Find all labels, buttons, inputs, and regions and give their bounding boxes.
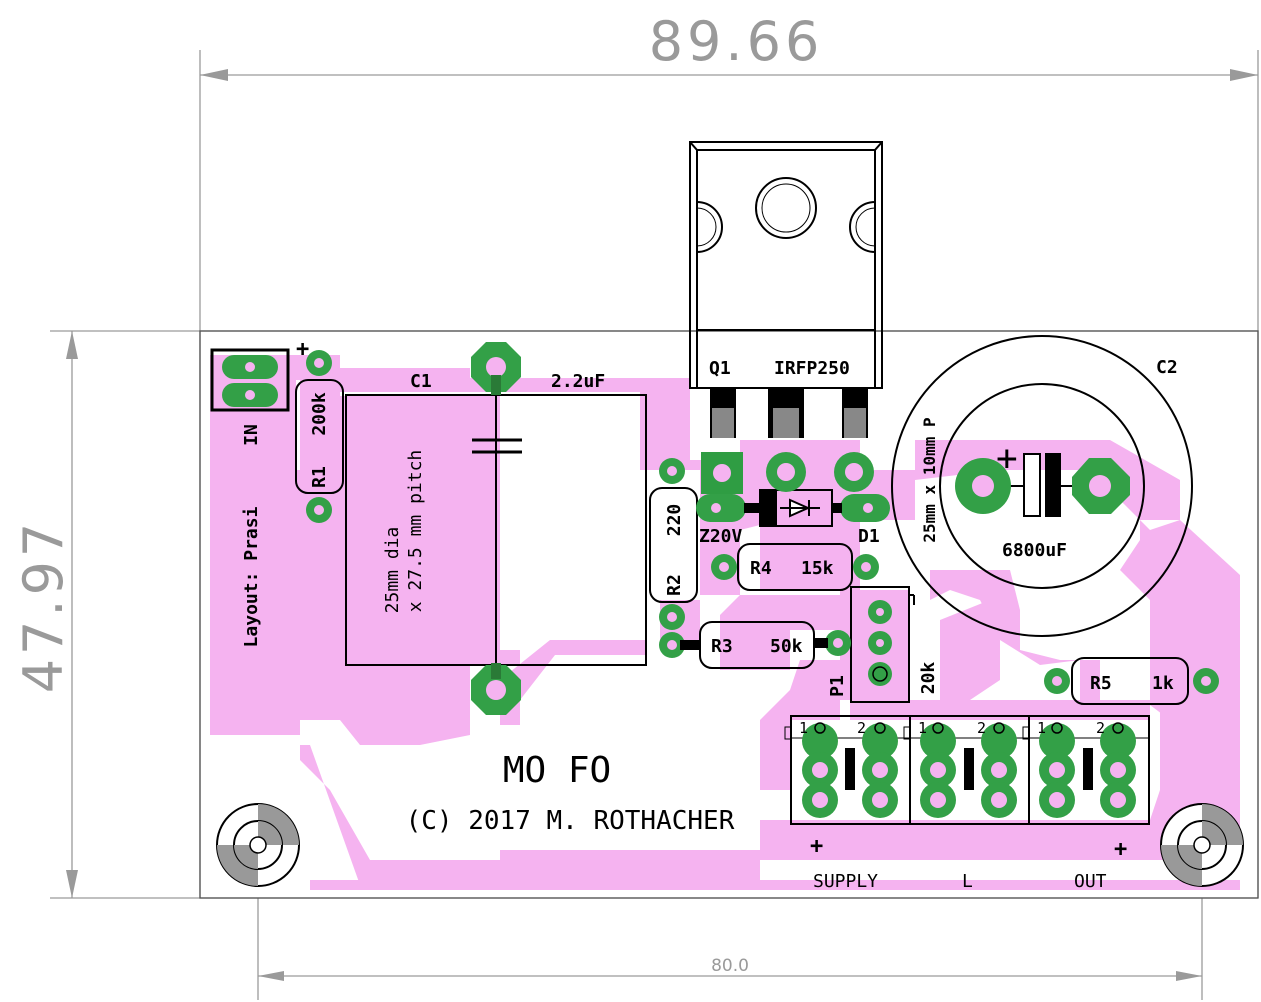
c1-value: 2.2uF [551,371,605,392]
in-connector-outline [210,348,290,412]
plus-supply-label: + [810,834,823,859]
p1-ref: P1 [827,675,848,697]
r1-value: 200k [309,392,330,436]
out-label: OUT [1074,871,1107,892]
r2-outline [649,487,698,603]
pads [222,342,1219,715]
r1-outline [295,379,344,494]
mounting-hole-right [1160,803,1244,887]
svg-text:2: 2 [857,719,866,737]
board-title: MO FO [503,750,611,791]
c1-note-line1: 25mm dia [382,527,403,614]
terminal-pin-marks [814,722,1124,734]
c2-ref: C2 [1156,357,1178,378]
r5-ref: R5 [1090,673,1112,694]
pad-p1-3 [868,662,892,686]
svg-text:1: 1 [799,719,808,737]
dimension-width: 89.66 [649,10,824,73]
plus-c2-label: + [996,438,1018,479]
copyright-text: (C) 2017 M. ROTHACHER [406,806,735,836]
q1-value: IRFP250 [774,358,850,379]
terminal-bars [845,748,1093,790]
silkscreen [210,141,1193,825]
r4-outline [737,543,853,591]
dimension-height: 47.97 [12,519,75,694]
c2-symbol [1000,453,1080,517]
svg-text:1: 1 [918,719,927,737]
c2-outline [891,335,1193,637]
r2-value: 220 [664,504,685,537]
mounting-hole-left [216,803,300,887]
c2-note: 25mm x 10mm P [920,417,939,542]
d1-ref: D1 [858,526,880,547]
svg-text:2: 2 [1096,719,1105,737]
r3-ref: R3 [711,636,733,657]
layout-credit: Layout: Prasi [241,506,262,647]
r3-value: 50k [770,636,803,657]
terminal-pin-numbers: 1 2 1 2 1 2 [799,719,1105,737]
r2-ref: R2 [664,574,685,596]
c1-note-line2: x 27.5 mm pitch [405,450,426,613]
plus-in-label: + [296,337,309,362]
q1-ref: Q1 [709,358,731,379]
dimension-hole-spacing: 80.0 [711,956,749,976]
r1-ref: R1 [309,466,330,488]
supply-label: SUPPLY [813,871,878,892]
r5-outline [1071,657,1189,705]
dimension-arrows [66,69,1258,981]
load-label: L [962,871,973,892]
svg-text:1: 1 [1037,719,1046,737]
zener-ref: Z20V [699,526,743,547]
p1-value: 20k [918,662,939,695]
terminal-block-out-outline [1028,715,1150,825]
svg-text:2: 2 [977,719,986,737]
c1-ref: C1 [410,371,432,392]
r5-value: 1k [1152,673,1174,694]
c2-value: 6800uF [1002,540,1067,561]
p1-outline [850,586,910,703]
plus-out-label: + [1114,837,1127,862]
in-label: IN [241,424,262,446]
diode-symbol [761,489,820,527]
c1-symbol [472,438,522,454]
r4-value: 15k [801,558,834,579]
r4-ref: R4 [750,558,772,579]
terminal-holes [812,762,1126,808]
